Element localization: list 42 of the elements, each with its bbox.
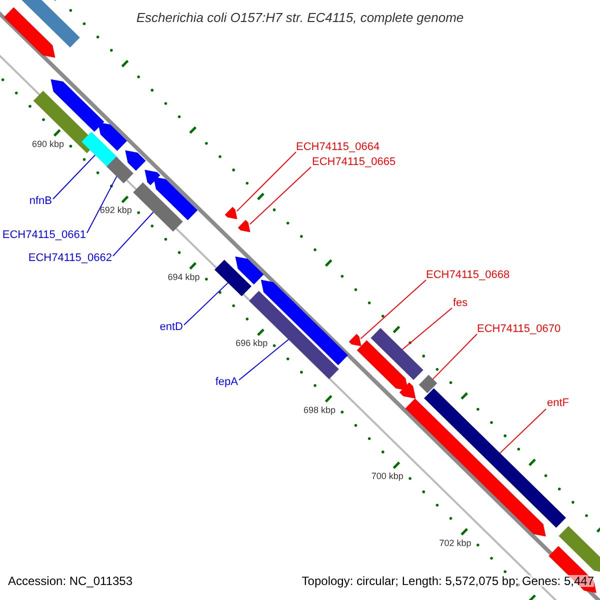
gene-label: ECH74115_0662 [28,253,112,264]
leader-line [249,166,312,225]
gene-bar [418,374,438,394]
gene-label: ECH74115_0661 [2,230,86,241]
map-title: Escherichia coli O157:H7 str. EC4115, complete genome [135,11,465,24]
gene-triangle [238,220,250,232]
gene-bar [82,132,118,168]
leader-line [52,154,96,200]
leader-line [184,282,229,326]
scale-label: 690 kbp [31,140,66,150]
scale-label: 702 kbp [438,538,472,548]
leader-line [499,408,546,454]
gene-label: entF [547,398,570,409]
genome-stats-text: Topology: circular; Length: 5,572,075 bp; Genes: 5,447 [302,575,594,587]
gene-bar [133,182,183,232]
scale-label: 694 kbp [166,272,201,282]
gene-label: entD [160,322,183,333]
scale-label: 698 kbp [302,406,337,415]
gene-label: ECH74115_0670 [477,324,561,335]
gene-triangle [224,206,238,220]
leader-line [402,308,452,350]
gene-bar [370,328,424,380]
leader-line [236,152,296,212]
leader-line [112,212,154,256]
gene-triangle [348,334,362,346]
accession-text: Accession: NC_011353 [8,575,133,587]
gene-label: fes [453,298,468,309]
gene-bar [214,260,252,296]
scale-label: 696 kbp [234,339,269,348]
scale-label: 692 kbp [98,206,133,216]
gene-label: fepA [215,377,238,388]
gene-bar [106,156,134,184]
leader-line [360,280,426,340]
gene-label: ECH74115_0664 [296,142,380,153]
scale-label: 700 kbp [370,472,404,482]
gene-label: ECH74115_0665 [312,157,396,168]
gene-label: ECH74115_0668 [426,270,510,281]
gene-bar [249,290,339,380]
gene-label: nfnB [29,196,52,207]
leader-line [86,176,118,234]
leader-line [432,334,478,380]
leader-line [238,338,290,380]
